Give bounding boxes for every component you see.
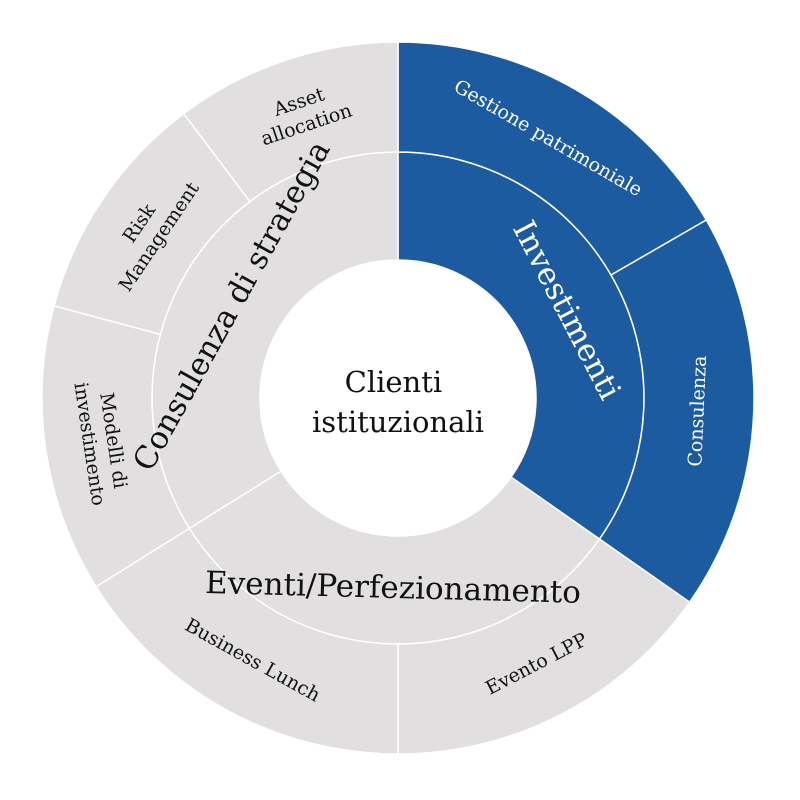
outer-label-line: Consulenza	[684, 355, 711, 467]
outer-sector-asset-allocation	[182, 41, 399, 203]
wheel-rings	[41, 41, 755, 755]
center-label-line-1: Clienti	[345, 365, 443, 399]
center-label: Clienti istituzionali	[312, 365, 484, 439]
center-circle	[260, 260, 536, 536]
center-label-line-2: istituzionali	[312, 405, 484, 439]
outer-label-consulenza: Consulenza	[684, 355, 711, 467]
